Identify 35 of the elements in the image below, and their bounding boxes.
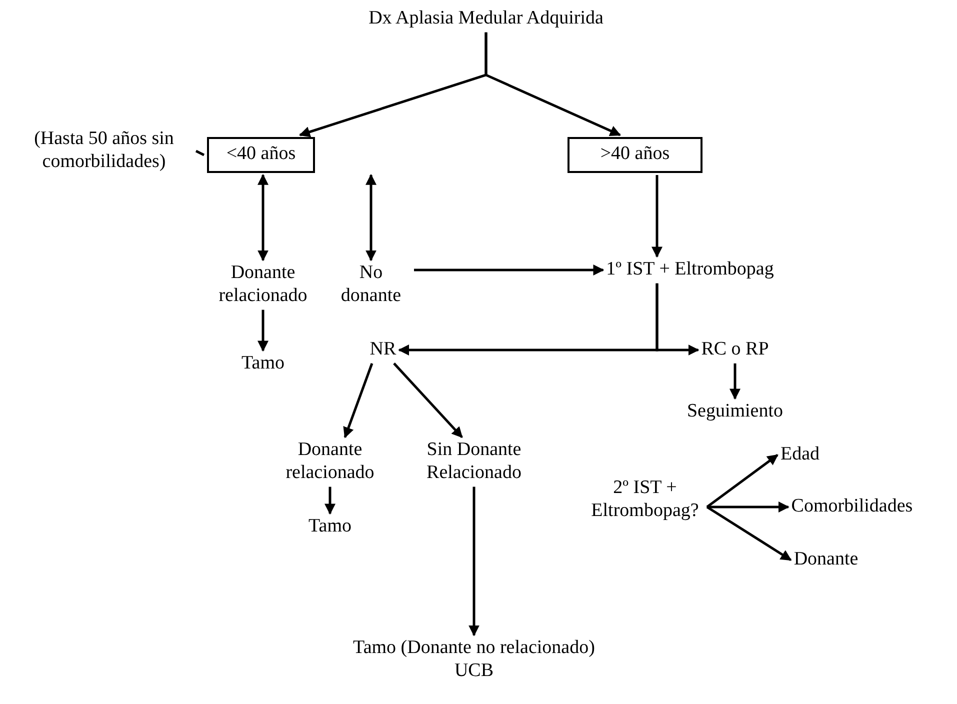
age-group-box: <40 años <box>207 137 315 173</box>
arrow <box>258 310 268 352</box>
flow-step-text: Donante relacionado <box>269 439 391 485</box>
arrow <box>366 174 376 262</box>
flow-step-text: Sin Donante Relacionado <box>404 439 544 485</box>
arrow <box>393 362 463 438</box>
flow-step-text: Tamo <box>242 352 284 376</box>
flow-step-text: Dx Aplasia Medular Adquirida <box>368 8 604 30</box>
flow-step-text: Donante relacionado <box>202 262 324 308</box>
arrow <box>468 486 480 636</box>
age-group-box: >40 años <box>568 137 702 173</box>
arrow <box>484 32 621 136</box>
flow-step-text: 1º IST + Eltrombopag <box>606 258 774 282</box>
arrow <box>706 454 778 508</box>
flow-step-text: NR <box>370 338 396 362</box>
flow-step-text: Comorbilidades <box>791 496 913 518</box>
flow-step-text: Donante <box>794 548 858 572</box>
flow-step-text: Seguimiento <box>686 400 784 424</box>
arrow <box>706 506 792 562</box>
flow-step-text: RC o RP <box>701 338 769 362</box>
flow-step-text: Tamo (Donante no relacionado) UCB <box>344 637 604 683</box>
flow-step-text: No donante <box>331 262 411 308</box>
flow-step-text: Tamo <box>308 516 352 538</box>
connector-line <box>195 150 205 156</box>
flow-step-text: Edad <box>780 444 820 466</box>
arrow <box>656 283 700 356</box>
arrow <box>707 502 790 512</box>
arrow <box>343 362 374 438</box>
arrow <box>652 175 662 258</box>
arrow <box>258 174 268 262</box>
arrow <box>324 486 336 515</box>
arrow <box>414 264 604 276</box>
arrow <box>730 363 740 400</box>
flow-step-text: (Hasta 50 años sin comorbilidades) <box>15 128 193 174</box>
flow-step-text: 2º IST + Eltrombopag? <box>586 477 704 523</box>
